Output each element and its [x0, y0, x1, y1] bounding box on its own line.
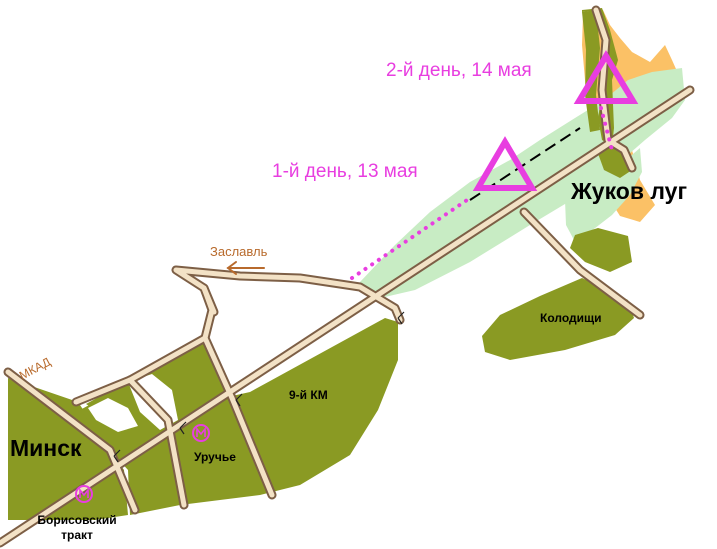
arrow-left-icon [226, 261, 265, 275]
junction-arrows [113, 311, 405, 463]
label-kolodishchi: Колодищи [540, 311, 602, 325]
label-borisovsky-line2: тракт [61, 528, 93, 542]
roads-fill [0, 7, 693, 546]
clearing-1 [88, 398, 138, 432]
camp-triangle-icon-day2 [573, 50, 639, 104]
label-day2: 2-й день, 14 мая [386, 60, 532, 81]
label-uruchye: Уручье [194, 450, 236, 464]
metro-m-icon-borisovsky [75, 485, 93, 503]
label-zhukov-lug: Жуков луг [571, 178, 688, 204]
label-minsk: Минск [10, 435, 82, 461]
route-day2 [599, 106, 614, 152]
forest-minsk-west [8, 378, 128, 520]
route-day1 [350, 196, 472, 280]
metro-m-icon-uruchye [192, 424, 210, 442]
camp-triangle-icon-day1 [472, 136, 538, 191]
forest-zhukov-south [570, 228, 632, 272]
forest-kolodishchi [482, 278, 634, 360]
label-borisovsky-line1: Борисовский [37, 513, 117, 527]
label-borisovsky-trakt: Борисовский тракт [22, 513, 132, 543]
label-zaslavl: Заславль [210, 244, 268, 259]
label-day1: 1-й день, 13 мая [272, 161, 418, 182]
label-km9: 9-й КМ [289, 388, 328, 402]
